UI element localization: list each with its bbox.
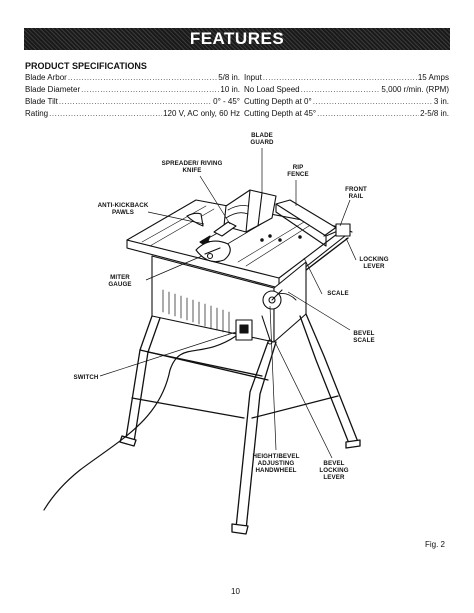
spec-label: Blade Tilt — [25, 97, 58, 106]
spec-value: 3 in. — [433, 97, 449, 106]
spec-row-blade-tilt: Blade Tilt 0° - 45° — [25, 96, 240, 108]
spec-value: 2-5/8 in. — [420, 109, 449, 118]
page-number: 10 — [231, 587, 240, 596]
saw-body — [151, 255, 307, 345]
spec-label: Cutting Depth at 45° — [244, 109, 317, 118]
blade-guard — [223, 189, 277, 233]
specs-right-column: Input 15 Amps No Load Speed 5,000 r/min. (… — [244, 72, 449, 120]
features-banner: FEATURES — [24, 28, 450, 50]
spec-row-input: Input 15 Amps — [244, 72, 449, 84]
spec-label: No Load Speed — [244, 85, 300, 94]
spec-value: 5,000 r/min. (RPM) — [381, 85, 449, 94]
callout-scale: SCALE — [327, 290, 349, 297]
spec-row-blade-diameter: Blade Diameter 10 in. — [25, 84, 240, 96]
spec-row-blade-arbor: Blade Arbor 5/8 in. — [25, 72, 240, 84]
callout-switch: SWITCH — [73, 374, 99, 381]
spec-row-cutting-depth-0: Cutting Depth at 0° 3 in. — [244, 96, 449, 108]
figure-label: Fig. 2 — [425, 540, 446, 549]
anti-kickback-pawls — [186, 212, 237, 247]
spec-row-rating: Rating 120 V, AC only, 60 Hz — [25, 108, 240, 120]
features-title: FEATURES — [189, 29, 285, 48]
spec-value: 10 in. — [220, 85, 240, 94]
rip-fence — [275, 199, 353, 247]
specs-left-column: Blade Arbor5/8 in. Blade Diameter10 in. … — [25, 72, 240, 120]
spec-row-no-load-speed: No Load Speed 5,000 r/min. (RPM) — [244, 84, 449, 96]
spec-label: Input — [244, 73, 262, 82]
spec-value: 0° - 45° — [213, 97, 240, 106]
power-cord — [43, 335, 237, 511]
spec-label: Rating — [25, 109, 49, 118]
spec-label: Blade Diameter — [25, 85, 81, 94]
spec-value: 15 Amps — [417, 73, 449, 82]
spec-label: Cutting Depth at 0° — [244, 97, 312, 106]
miter-gauge — [195, 240, 231, 263]
product-specifications-heading: PRODUCT SPECIFICATIONS — [25, 61, 147, 71]
callout-leaders — [99, 148, 357, 459]
spec-row-cutting-depth-45: Cutting Depth at 45° 2-5/8 in. — [244, 108, 449, 120]
spec-value: 5/8 in. — [218, 73, 240, 82]
spec-value: 120 V, AC only, 60 Hz — [163, 109, 240, 118]
stand — [119, 313, 361, 535]
spec-label: Blade Arbor — [25, 73, 67, 82]
